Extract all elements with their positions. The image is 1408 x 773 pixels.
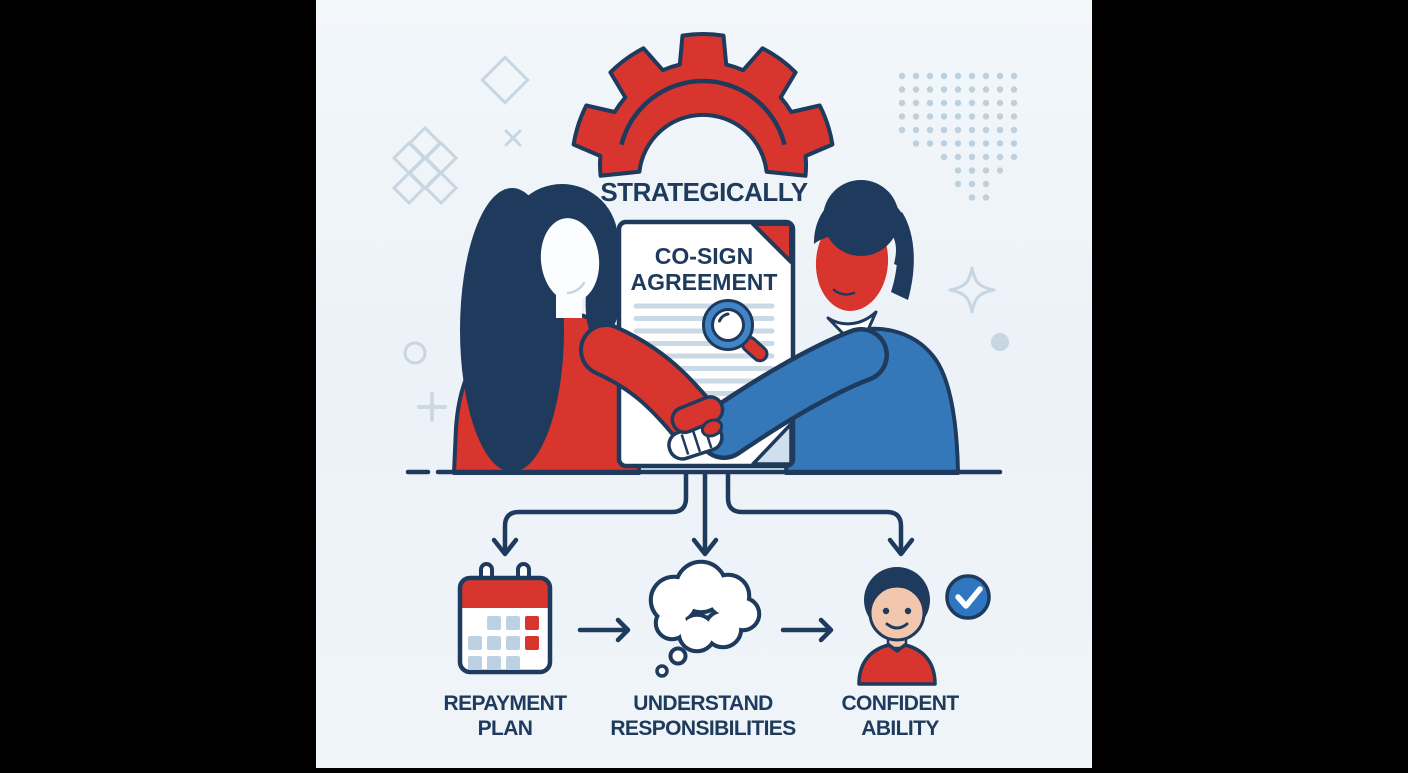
dots-pattern-decoration [898,72,1018,201]
right-arrow-icon-2 [780,617,834,643]
step-label-confident-line1: CONFIDENT [841,692,959,715]
illustration-panel: STRATEGICALLY CO-SIGN AGREEMENT [316,0,1092,768]
step-label-understand-line2: RESPONSIBILITIES [610,717,796,740]
right-arrow-icon-1 [577,617,631,643]
step-label-repayment-line2: PLAN [478,717,533,740]
woman-face [540,218,600,302]
person-check-icon [857,567,991,686]
document-fold-top [751,222,793,264]
man-hair [814,180,914,300]
headline-text: STRATEGICALLY [600,177,807,207]
person-hair-front [866,573,928,614]
branch-arrow-left [491,471,689,557]
step-labels: REPAYMENT PLAN UNDERSTAND RESPONSIBILITI… [444,692,960,740]
step-label-understand-line1: UNDERSTAND [633,692,773,715]
circle-outline-decoration [403,341,427,365]
diamond-decoration [480,55,530,105]
step-label-confident-line2: ABILITY [861,717,939,740]
step-label-repayment-line1: REPAYMENT [444,692,568,715]
cross-decoration [504,129,522,147]
diamond-cluster-decoration [391,125,459,206]
document-title-line1: CO-SIGN [655,243,753,269]
decorations [391,55,1018,422]
branch-arrow-center [691,471,719,557]
man-figure [784,180,960,475]
magnifier-icon [702,299,769,363]
flow-arrows [491,471,915,557]
calendar-icon [457,562,553,675]
check-badge-icon [945,574,991,620]
plus-decoration [417,392,447,422]
document-title-line2: AGREEMENT [631,269,778,295]
gear-icon [571,32,835,178]
calendar-grid [468,616,539,670]
document-fold-bottom [751,422,793,466]
dot-decoration [991,333,1009,351]
sparkle-decoration [948,266,996,314]
person-shirt [857,643,937,686]
branch-arrow-right [725,471,915,557]
handshake-icon [579,323,889,461]
thought-cloud-icon [648,559,762,678]
